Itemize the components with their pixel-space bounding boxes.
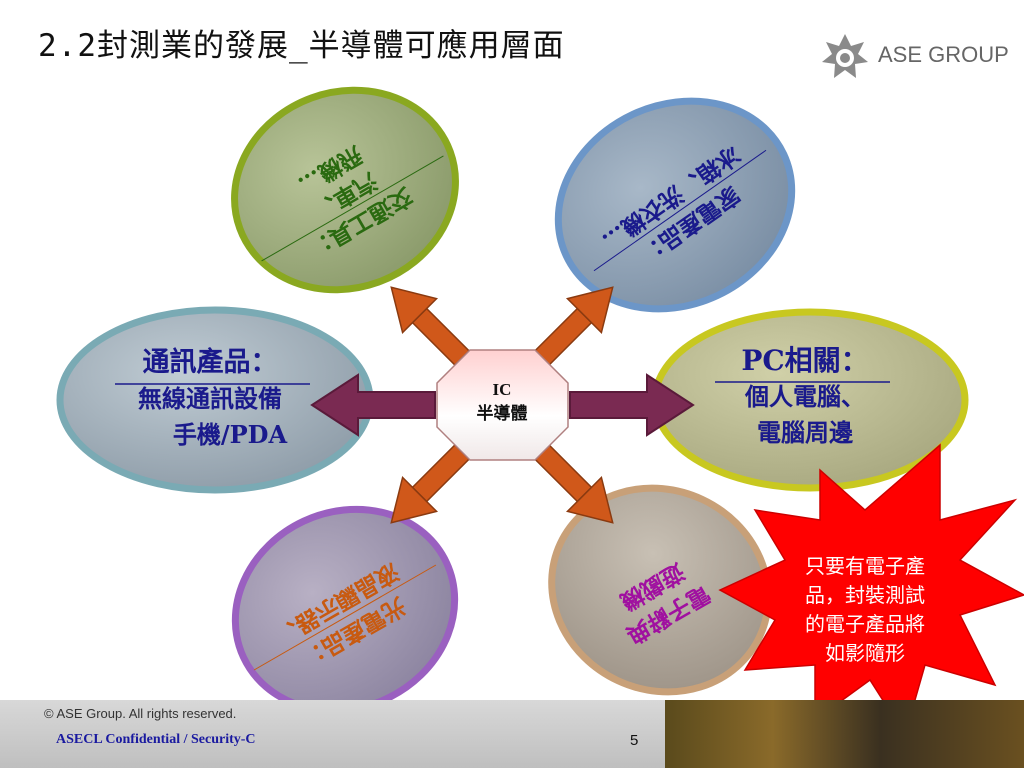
oval-other xyxy=(548,484,772,696)
callout-text: 只要有電子產 品，封裝測試 的電子產品將 如影隨形 xyxy=(770,552,960,668)
callout-starburst xyxy=(718,443,1024,700)
center-label-line2: 半導體 xyxy=(476,404,528,423)
node-pc: PC相關： 個人電腦、 電腦周邊 xyxy=(690,343,920,451)
node-communication: 通訊產品： 無線通訊設備 手機/PDA xyxy=(80,345,340,453)
logo-text: ASE GROUP xyxy=(878,42,1009,67)
pc-line3: 電腦周邊 xyxy=(757,418,853,447)
communication-title: 通訊產品： xyxy=(142,347,278,378)
callout-line2: 品，封裝測試 xyxy=(805,583,925,607)
communication-line3: 手機/PDA xyxy=(172,420,288,449)
oval-consumer xyxy=(554,97,796,313)
callout-line1: 只要有電子產 xyxy=(805,554,925,578)
center-label: IC 半導體 xyxy=(462,378,542,426)
center-label-line1: IC xyxy=(492,380,512,399)
page-number: 5 xyxy=(630,732,639,749)
confidential-text: ASECL Confidential / Security-C xyxy=(56,732,256,747)
callout-line3: 的電子產品將 xyxy=(805,612,925,636)
pc-line2: 個人電腦、 xyxy=(745,382,865,411)
callout-line4: 如影隨形 xyxy=(825,641,905,665)
arrow-right xyxy=(569,373,695,437)
center-octagon xyxy=(436,349,569,461)
pc-title: PC相關： xyxy=(741,344,869,377)
slide-title: 2.2封測業的發展_半導體可應用層面 xyxy=(38,28,565,64)
oval-optical xyxy=(231,505,459,700)
footer-image xyxy=(665,700,1024,768)
communication-line2: 無線通訊設備 xyxy=(138,384,282,413)
application-diagram xyxy=(56,86,1024,700)
ase-logo: ASE GROUP xyxy=(820,32,1010,82)
arrow-up-right xyxy=(533,286,614,367)
arrow-left xyxy=(310,373,436,437)
copyright-text: © ASE Group. All rights reserved. xyxy=(44,706,237,721)
oval-transport xyxy=(231,86,459,294)
ase-logo-icon xyxy=(822,34,868,78)
